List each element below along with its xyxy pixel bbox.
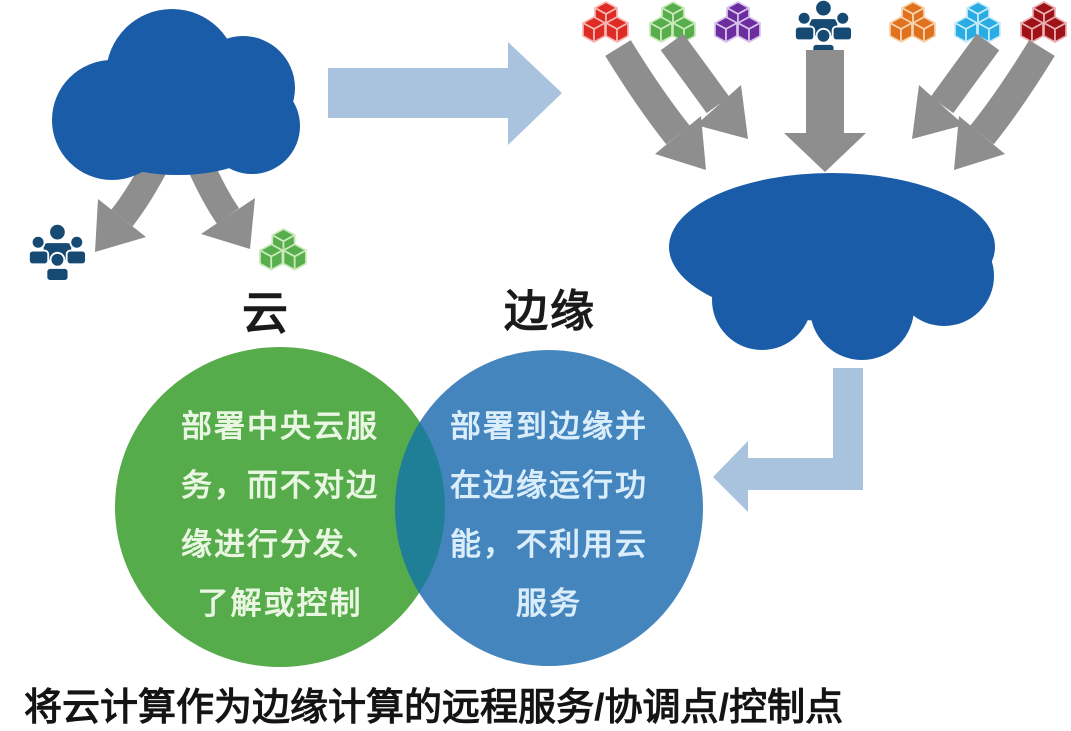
converge-arrow-left-outer <box>605 40 706 170</box>
venn-diagram <box>115 347 703 667</box>
cubes-darkred-icon <box>1021 2 1066 42</box>
users-group-icon <box>28 222 87 282</box>
flow-arrow-right-icon <box>328 42 562 145</box>
cubes-orange-icon <box>890 2 935 42</box>
converge-arrow-right-inner <box>912 33 1000 139</box>
converge-arrow-right-outer <box>954 40 1055 170</box>
edge-circle <box>395 350 703 666</box>
central-cloud-icon <box>52 9 300 180</box>
converge-arrow-center <box>784 50 866 172</box>
return-arrow-icon <box>713 368 863 512</box>
cubes-purple-icon <box>715 2 760 42</box>
cubes-green-icon <box>650 2 695 42</box>
converge-arrow-left-inner <box>660 33 748 139</box>
cubes-green-icon <box>260 229 306 270</box>
users-group-icon <box>793 0 853 58</box>
cloud-circle <box>115 347 445 667</box>
cubes-red-icon <box>583 2 628 42</box>
convergence-arrows <box>605 33 1055 172</box>
edge-cloud-icon <box>669 173 995 360</box>
